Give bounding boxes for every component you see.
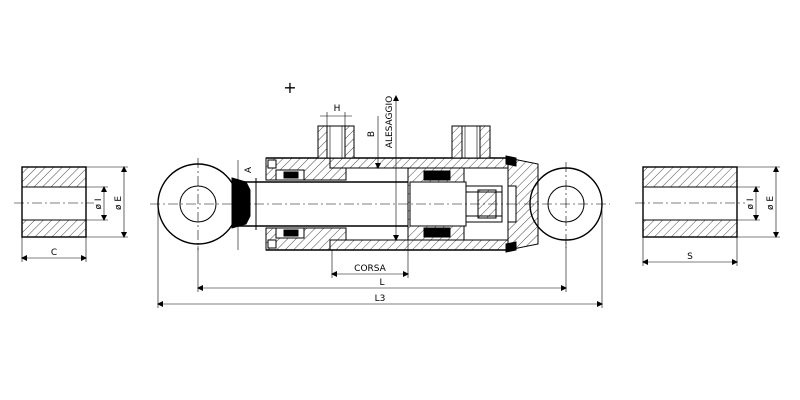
dim-a-label: A [244,166,254,173]
dimension-l3: L3 [157,210,603,308]
dimension-h: H [320,104,352,126]
left-bushing-detail: ø I ø E C [14,166,128,262]
dimension-stroke: CORSA [331,240,409,278]
dim-h-label: H [334,104,341,114]
width-c-label: C [51,248,57,258]
bore-side-port [451,125,491,159]
right-outer-diameter-label: ø E [766,196,776,210]
left-outer-diameter-label: ø E [114,196,124,210]
right-inner-diameter-label: ø I [746,198,756,209]
dimension-bore: ALESAGGIO [385,95,399,241]
right-rod-eye [524,162,610,248]
dim-l3-label: L3 [375,294,386,304]
dimension-a: A [237,160,257,250]
dimension-l: L [197,242,567,292]
right-bushing-detail: ø I ø E S [635,166,780,266]
rod-side-port [317,125,355,159]
dimension-b: B [367,116,381,169]
dim-stroke-label: CORSA [354,264,387,274]
left-rod-eye [150,158,251,250]
width-s-label: S [687,252,693,262]
dim-b-label: B [367,131,377,137]
dim-bore-label: ALESAGGIO [385,96,395,148]
cylinder-assembly [150,125,610,253]
dim-l-label: L [379,278,384,288]
plus-mark: + [283,78,296,97]
left-inner-diameter-label: ø I [94,198,104,209]
